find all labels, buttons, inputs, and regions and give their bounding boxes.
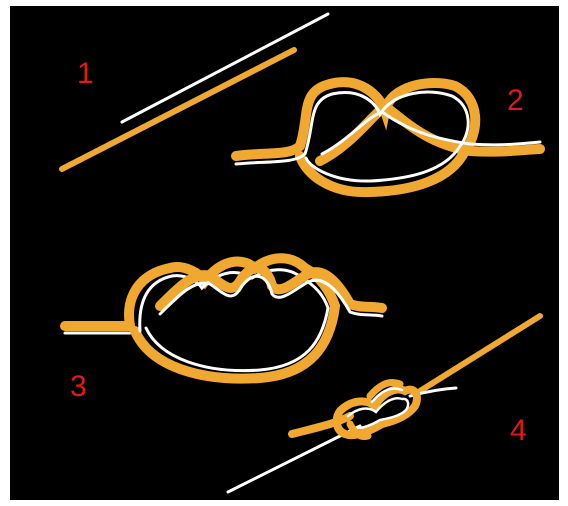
step-4-rope-long	[420, 316, 540, 391]
step-3-illustration	[65, 258, 382, 378]
step-3-number: 3	[70, 372, 87, 402]
step-2-number: 2	[507, 86, 524, 116]
step-4-number: 4	[510, 416, 527, 446]
step-4-illustration	[228, 316, 540, 492]
knot-diagram-canvas: 1 2 3 4	[10, 6, 559, 500]
step-1-illustration	[62, 14, 328, 169]
step-2-illustration	[236, 82, 540, 192]
step-1-number: 1	[77, 59, 94, 89]
step-1-line	[122, 14, 328, 122]
